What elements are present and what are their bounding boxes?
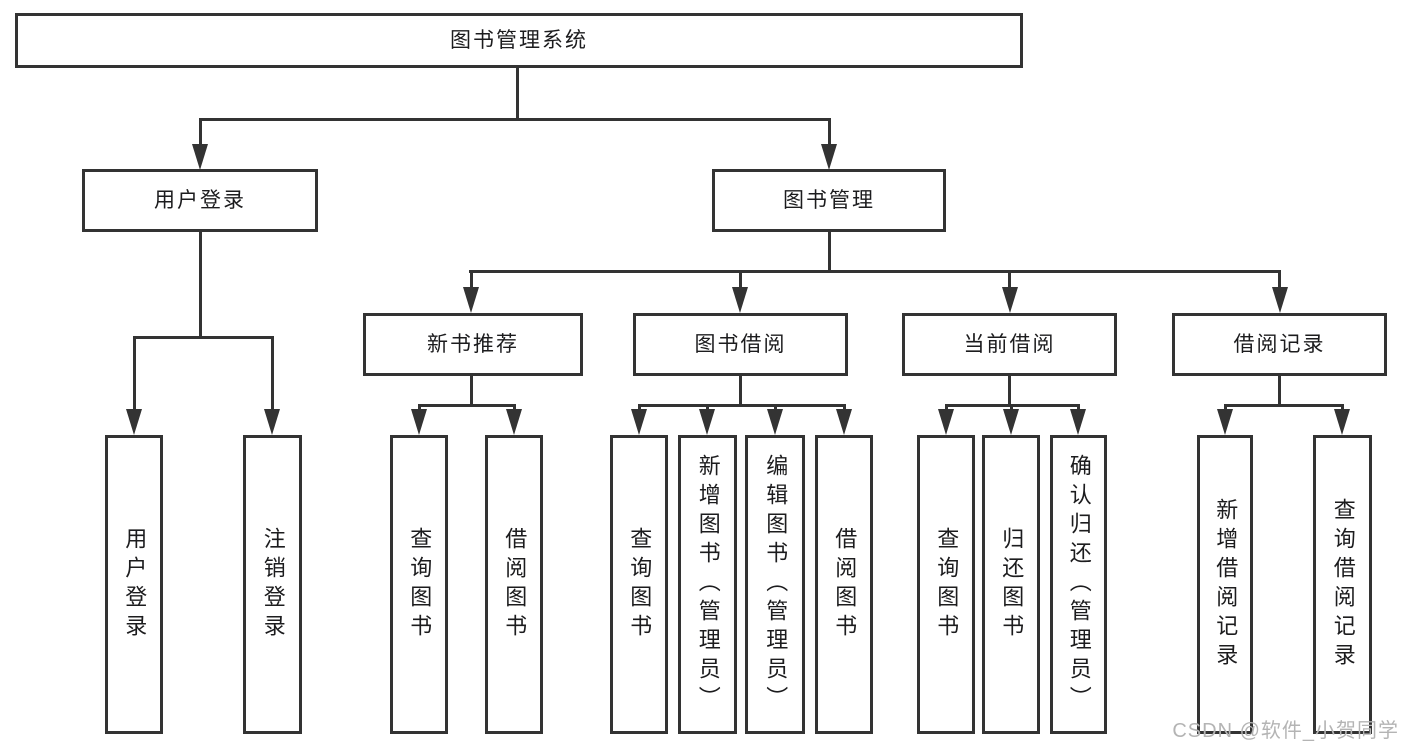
connector-line [774,404,777,412]
arrow-down-icon [699,409,715,435]
leaf-rec-borrow-books: 借阅图书 [485,435,543,734]
connector-line [271,336,274,411]
connector-line [470,270,473,289]
connector-line [1008,270,1011,289]
arrow-down-icon [767,409,783,435]
connector-line [418,404,516,407]
leaf-rec-query-books: 查询图书 [390,435,448,734]
arrow-down-icon [1334,409,1350,435]
leaf-bb-borrow-books: 借阅图书 [815,435,873,734]
leaf-br-query-record: 查询借阅记录 [1313,435,1372,734]
connector-line [1278,270,1281,289]
connector-line [469,270,1281,273]
leaf-br-add-record: 新增借阅记录 [1197,435,1253,734]
connector-line [1008,376,1011,406]
connector-line [199,118,831,121]
arrow-down-icon [463,287,479,313]
node-book-borrowing: 图书借阅 [633,313,848,376]
node-book-management: 图书管理 [712,169,946,232]
leaf-bb-edit-books-admin: 编辑图书（管理员） [745,435,805,734]
arrow-down-icon [836,409,852,435]
leaf-bb-add-books-admin: 新增图书（管理员） [678,435,737,734]
arrow-down-icon [411,409,427,435]
arrow-down-icon [126,409,142,435]
connector-line [1224,404,1227,412]
connector-line [513,404,516,412]
leaf-bb-query-books: 查询图书 [610,435,668,734]
watermark: CSDN @软件_小贺同学 [1172,720,1399,742]
connector-line [843,404,846,412]
node-user-login: 用户登录 [82,169,318,232]
connector-line [828,232,831,272]
connector-line [638,404,845,407]
arrow-down-icon [821,144,837,170]
arrow-down-icon [631,409,647,435]
connector-line [470,376,473,406]
leaf-logout: 注销登录 [243,435,302,734]
arrow-down-icon [938,409,954,435]
connector-line [199,118,202,146]
connector-line [418,404,421,412]
connector-line [199,232,202,338]
connector-line [1278,376,1281,406]
leaf-user-login: 用户登录 [105,435,163,734]
leaf-cb-confirm-return-admin: 确认归还（管理员） [1050,435,1107,734]
connector-line [739,270,742,289]
arrow-down-icon [1002,287,1018,313]
connector-line [706,404,709,412]
arrow-down-icon [732,287,748,313]
connector-line [739,376,742,406]
connector-line [133,336,136,411]
connector-line [1077,404,1080,412]
connector-line [638,404,641,412]
connector-line [516,68,519,120]
node-new-book-recommendation: 新书推荐 [363,313,583,376]
connector-line [1224,404,1343,407]
leaf-cb-return-books: 归还图书 [982,435,1040,734]
arrow-down-icon [1070,409,1086,435]
arrow-down-icon [1003,409,1019,435]
node-borrowing-records: 借阅记录 [1172,313,1387,376]
arrow-down-icon [1272,287,1288,313]
arrow-down-icon [264,409,280,435]
node-current-borrowing: 当前借阅 [902,313,1117,376]
node-library-management-system: 图书管理系统 [15,13,1023,68]
connector-line [133,336,274,339]
connector-line [945,404,948,412]
arrow-down-icon [1217,409,1233,435]
connector-line [1010,404,1013,412]
leaf-cb-query-books: 查询图书 [917,435,975,734]
connector-line [828,118,831,146]
arrow-down-icon [192,144,208,170]
arrow-down-icon [506,409,522,435]
connector-line [1341,404,1344,412]
